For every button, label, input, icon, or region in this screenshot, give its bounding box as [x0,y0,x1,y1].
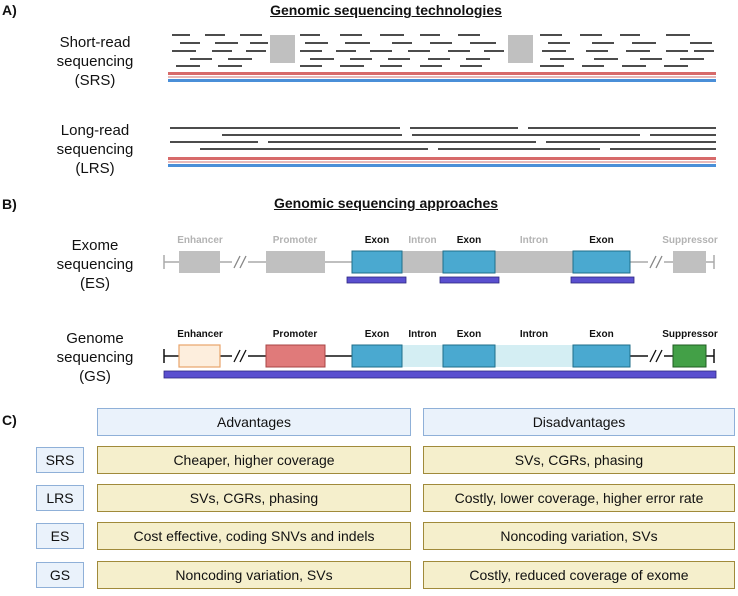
lrs-reference-strand [168,157,716,167]
gs-row-label: Genome sequencing (GS) [40,329,150,386]
disadvantages-header: Disadvantages [423,408,735,436]
row-header-srs: SRS [36,447,84,473]
panel-b-title: Genomic sequencing approaches [273,195,499,211]
es-label-line1: Exome [71,237,119,254]
short-reads [172,34,714,67]
srs-reference-strand [168,72,716,82]
es-intron-label-2: Intron [519,235,549,246]
gs-promoter-label: Promoter [272,329,318,340]
gs-exon-3 [572,344,631,368]
srs-disadvantages-cell: SVs, CGRs, phasing [423,446,735,474]
es-advantages-cell: Cost effective, coding SNVs and indels [97,522,411,550]
srs-gap-block-1 [270,35,295,63]
es-exon-2 [442,250,496,274]
lrs-label-line2: sequencing [56,141,134,158]
es-gene-model [163,250,715,284]
srs-label-line3: (SRS) [74,72,116,89]
gs-promoter [265,344,326,368]
es-enhancer-label: Enhancer [177,235,223,246]
es-disadvantages-cell: Noncoding variation, SVs [423,522,735,550]
es-intron-2 [495,251,573,273]
gs-exon-label-1: Exon [364,329,390,340]
gs-intron-label-2: Intron [519,329,549,340]
gs-label-line1: Genome [66,330,124,347]
gs-coverage [163,370,717,379]
es-label-line3: (ES) [80,275,110,292]
lrs-row-label: Long-read sequencing (LRS) [40,121,150,178]
es-coverage-2 [439,276,500,284]
srs-gap-block-2 [508,35,533,63]
gs-intron-2 [495,345,573,367]
lrs-disadvantages-cell: Costly, lower coverage, higher error rat… [423,484,735,512]
gs-label-line3: (GS) [79,368,111,385]
es-row-label: Exome sequencing (ES) [40,236,150,293]
srs-label-line1: Short-read [59,34,131,51]
es-exon-label-2: Exon [456,235,482,246]
long-reads [170,127,716,150]
gs-intron-1 [402,345,443,367]
lrs-label-line1: Long-read [60,122,130,139]
panel-a-label: A) [2,2,17,18]
panel-a-title: Genomic sequencing technologies [270,2,502,18]
srs-advantages-cell: Cheaper, higher coverage [97,446,411,474]
es-suppressor [673,251,706,273]
gs-exon-label-2: Exon [456,329,482,340]
panel-c-label: C) [2,412,17,428]
gs-suppressor [672,344,707,368]
es-intron-1 [402,251,443,273]
gs-gene-model [163,344,717,379]
row-header-es: ES [36,523,84,549]
es-coverage-1 [346,276,407,284]
gs-intron-label-1: Intron [408,329,437,340]
gs-exon-2 [442,344,496,368]
gs-advantages-cell: Noncoding variation, SVs [97,561,411,589]
lrs-label-line3: (LRS) [75,160,115,177]
es-exon-3 [572,250,631,274]
es-exon-label-3: Exon [589,235,614,246]
es-promoter-label: Promoter [272,235,318,246]
srs-row-label: Short-read sequencing (SRS) [40,33,150,90]
lrs-advantages-cell: SVs, CGRs, phasing [97,484,411,512]
row-header-gs: GS [36,562,84,588]
row-header-lrs: LRS [36,485,84,511]
gs-exon-label-3: Exon [589,329,614,340]
panel-a-b-graphics [163,34,717,379]
panel-b-label: B) [2,196,17,212]
es-coverage-3 [570,276,635,284]
gs-enhancer [178,344,221,368]
es-promoter [266,251,325,273]
es-enhancer [179,251,220,273]
es-label-line2: sequencing [56,256,134,273]
gs-label-line2: sequencing [56,349,134,366]
es-suppressor-label: Suppressor [662,235,718,246]
advantages-header: Advantages [97,408,411,436]
gs-exon-1 [351,344,403,368]
srs-label-line2: sequencing [56,53,134,70]
es-intron-label-1: Intron [408,235,437,246]
gs-enhancer-label: Enhancer [177,329,223,340]
es-exon-1 [351,250,403,274]
gs-suppressor-label: Suppressor [662,329,718,340]
es-exon-label-1: Exon [364,235,390,246]
gs-disadvantages-cell: Costly, reduced coverage of exome [423,561,735,589]
